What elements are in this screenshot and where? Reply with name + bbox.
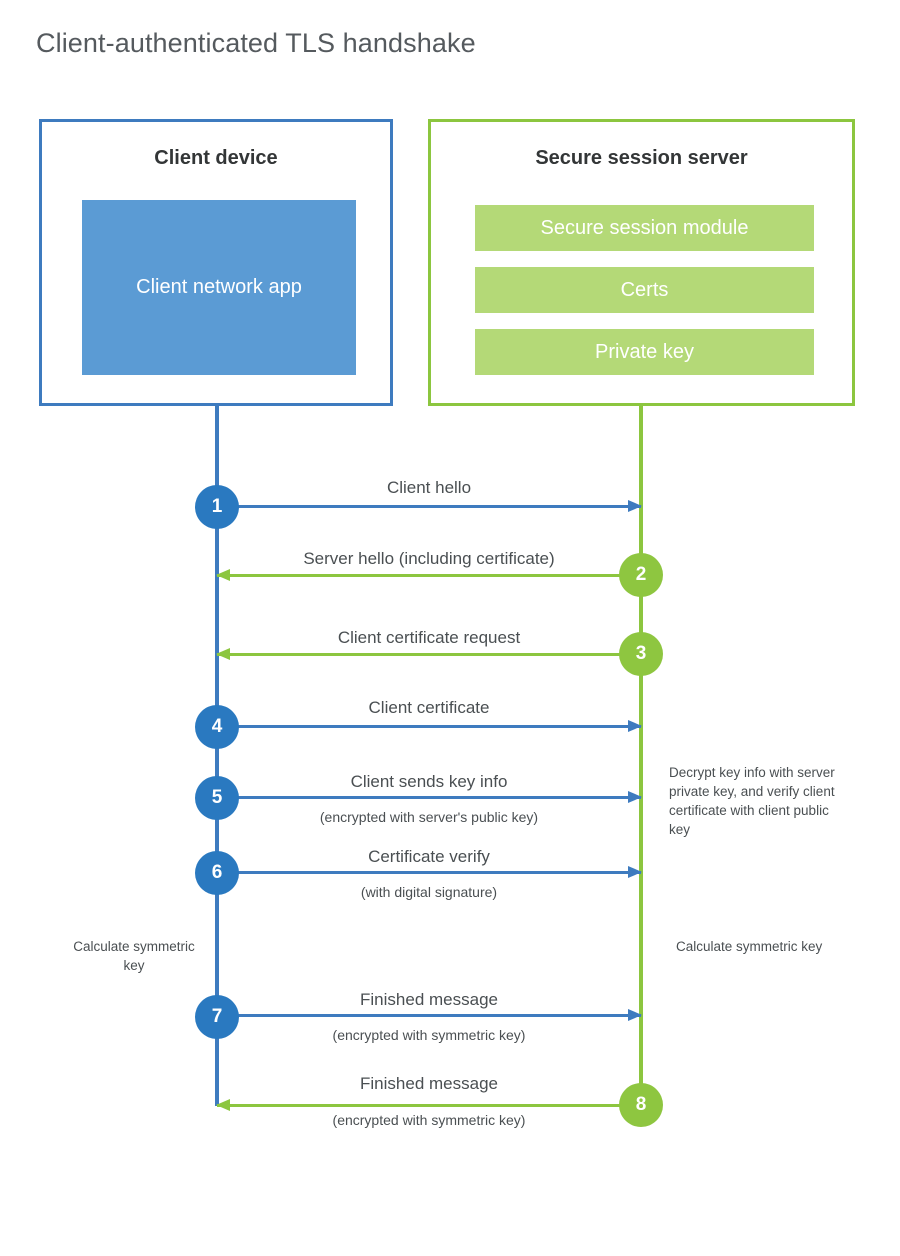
step-7-arrow bbox=[217, 1009, 642, 1021]
client-calculate-symmetric-key-note: Calculate symmetric key bbox=[73, 939, 195, 974]
server-calculate-symmetric-key-note: Calculate symmetric key bbox=[676, 939, 823, 954]
step-7-sublabel: (encrypted with symmetric key) bbox=[332, 1027, 526, 1043]
step-7-circle[interactable]: 7 bbox=[195, 995, 239, 1039]
step-4-label: Client certificate bbox=[368, 698, 490, 717]
arrow-head-icon bbox=[628, 1009, 642, 1021]
step-1-arrow bbox=[217, 500, 642, 512]
step-6-label: Certificate verify bbox=[368, 847, 490, 866]
step-1-label: Client hello bbox=[386, 478, 472, 497]
arrow-head-icon bbox=[216, 1099, 230, 1111]
arrow-head-icon bbox=[216, 569, 230, 581]
step-2-circle[interactable]: 2 bbox=[619, 553, 663, 597]
secure-session-server-box: Secure session server Secure session mod… bbox=[428, 119, 855, 406]
step-5-sublabel: (encrypted with server's public key) bbox=[319, 809, 539, 825]
client-lifeline bbox=[215, 406, 219, 1106]
step-7-label: Finished message bbox=[360, 990, 498, 1009]
arrow-head-icon bbox=[628, 500, 642, 512]
step-5-arrow bbox=[217, 791, 642, 803]
client-device-title: Client device bbox=[154, 147, 278, 169]
arrow-head-icon bbox=[628, 720, 642, 732]
server-lifeline bbox=[639, 406, 643, 1106]
client-network-app-block: Client network app bbox=[82, 200, 356, 375]
step-3-label: Client certificate request bbox=[337, 628, 521, 647]
step-6-sublabel: (with digital signature) bbox=[360, 884, 498, 900]
step-4-circle[interactable]: 4 bbox=[195, 705, 239, 749]
client-device-box: Client device Client network app bbox=[39, 119, 393, 406]
secure-session-server-title: Secure session server bbox=[535, 147, 748, 169]
step-3-circle[interactable]: 3 bbox=[619, 632, 663, 676]
step-6-arrow bbox=[217, 866, 642, 878]
server-module-private-key: Private key bbox=[475, 329, 814, 375]
step-1-circle[interactable]: 1 bbox=[195, 485, 239, 529]
step-8-sublabel: (encrypted with symmetric key) bbox=[332, 1112, 526, 1128]
step-8-arrow bbox=[216, 1099, 641, 1111]
step-6-circle[interactable]: 6 bbox=[195, 851, 239, 895]
step-5-label: Client sends key info bbox=[350, 772, 508, 791]
page-title: Client-authenticated TLS handshake bbox=[36, 28, 476, 58]
step-5-circle[interactable]: 5 bbox=[195, 776, 239, 820]
arrow-head-icon bbox=[628, 791, 642, 803]
step-8-label: Finished message bbox=[360, 1074, 498, 1093]
arrow-head-icon bbox=[216, 648, 230, 660]
step-3-arrow bbox=[216, 648, 641, 660]
server-decrypt-note: Decrypt key info with server private key… bbox=[669, 765, 835, 838]
server-module-secure-session-module: Secure session module bbox=[475, 205, 814, 251]
server-module-certs: Certs bbox=[475, 267, 814, 313]
step-8-circle[interactable]: 8 bbox=[619, 1083, 663, 1127]
step-2-label: Server hello (including certificate) bbox=[303, 549, 555, 568]
arrow-head-icon bbox=[628, 866, 642, 878]
step-2-arrow bbox=[216, 569, 641, 581]
step-4-arrow bbox=[217, 720, 642, 732]
